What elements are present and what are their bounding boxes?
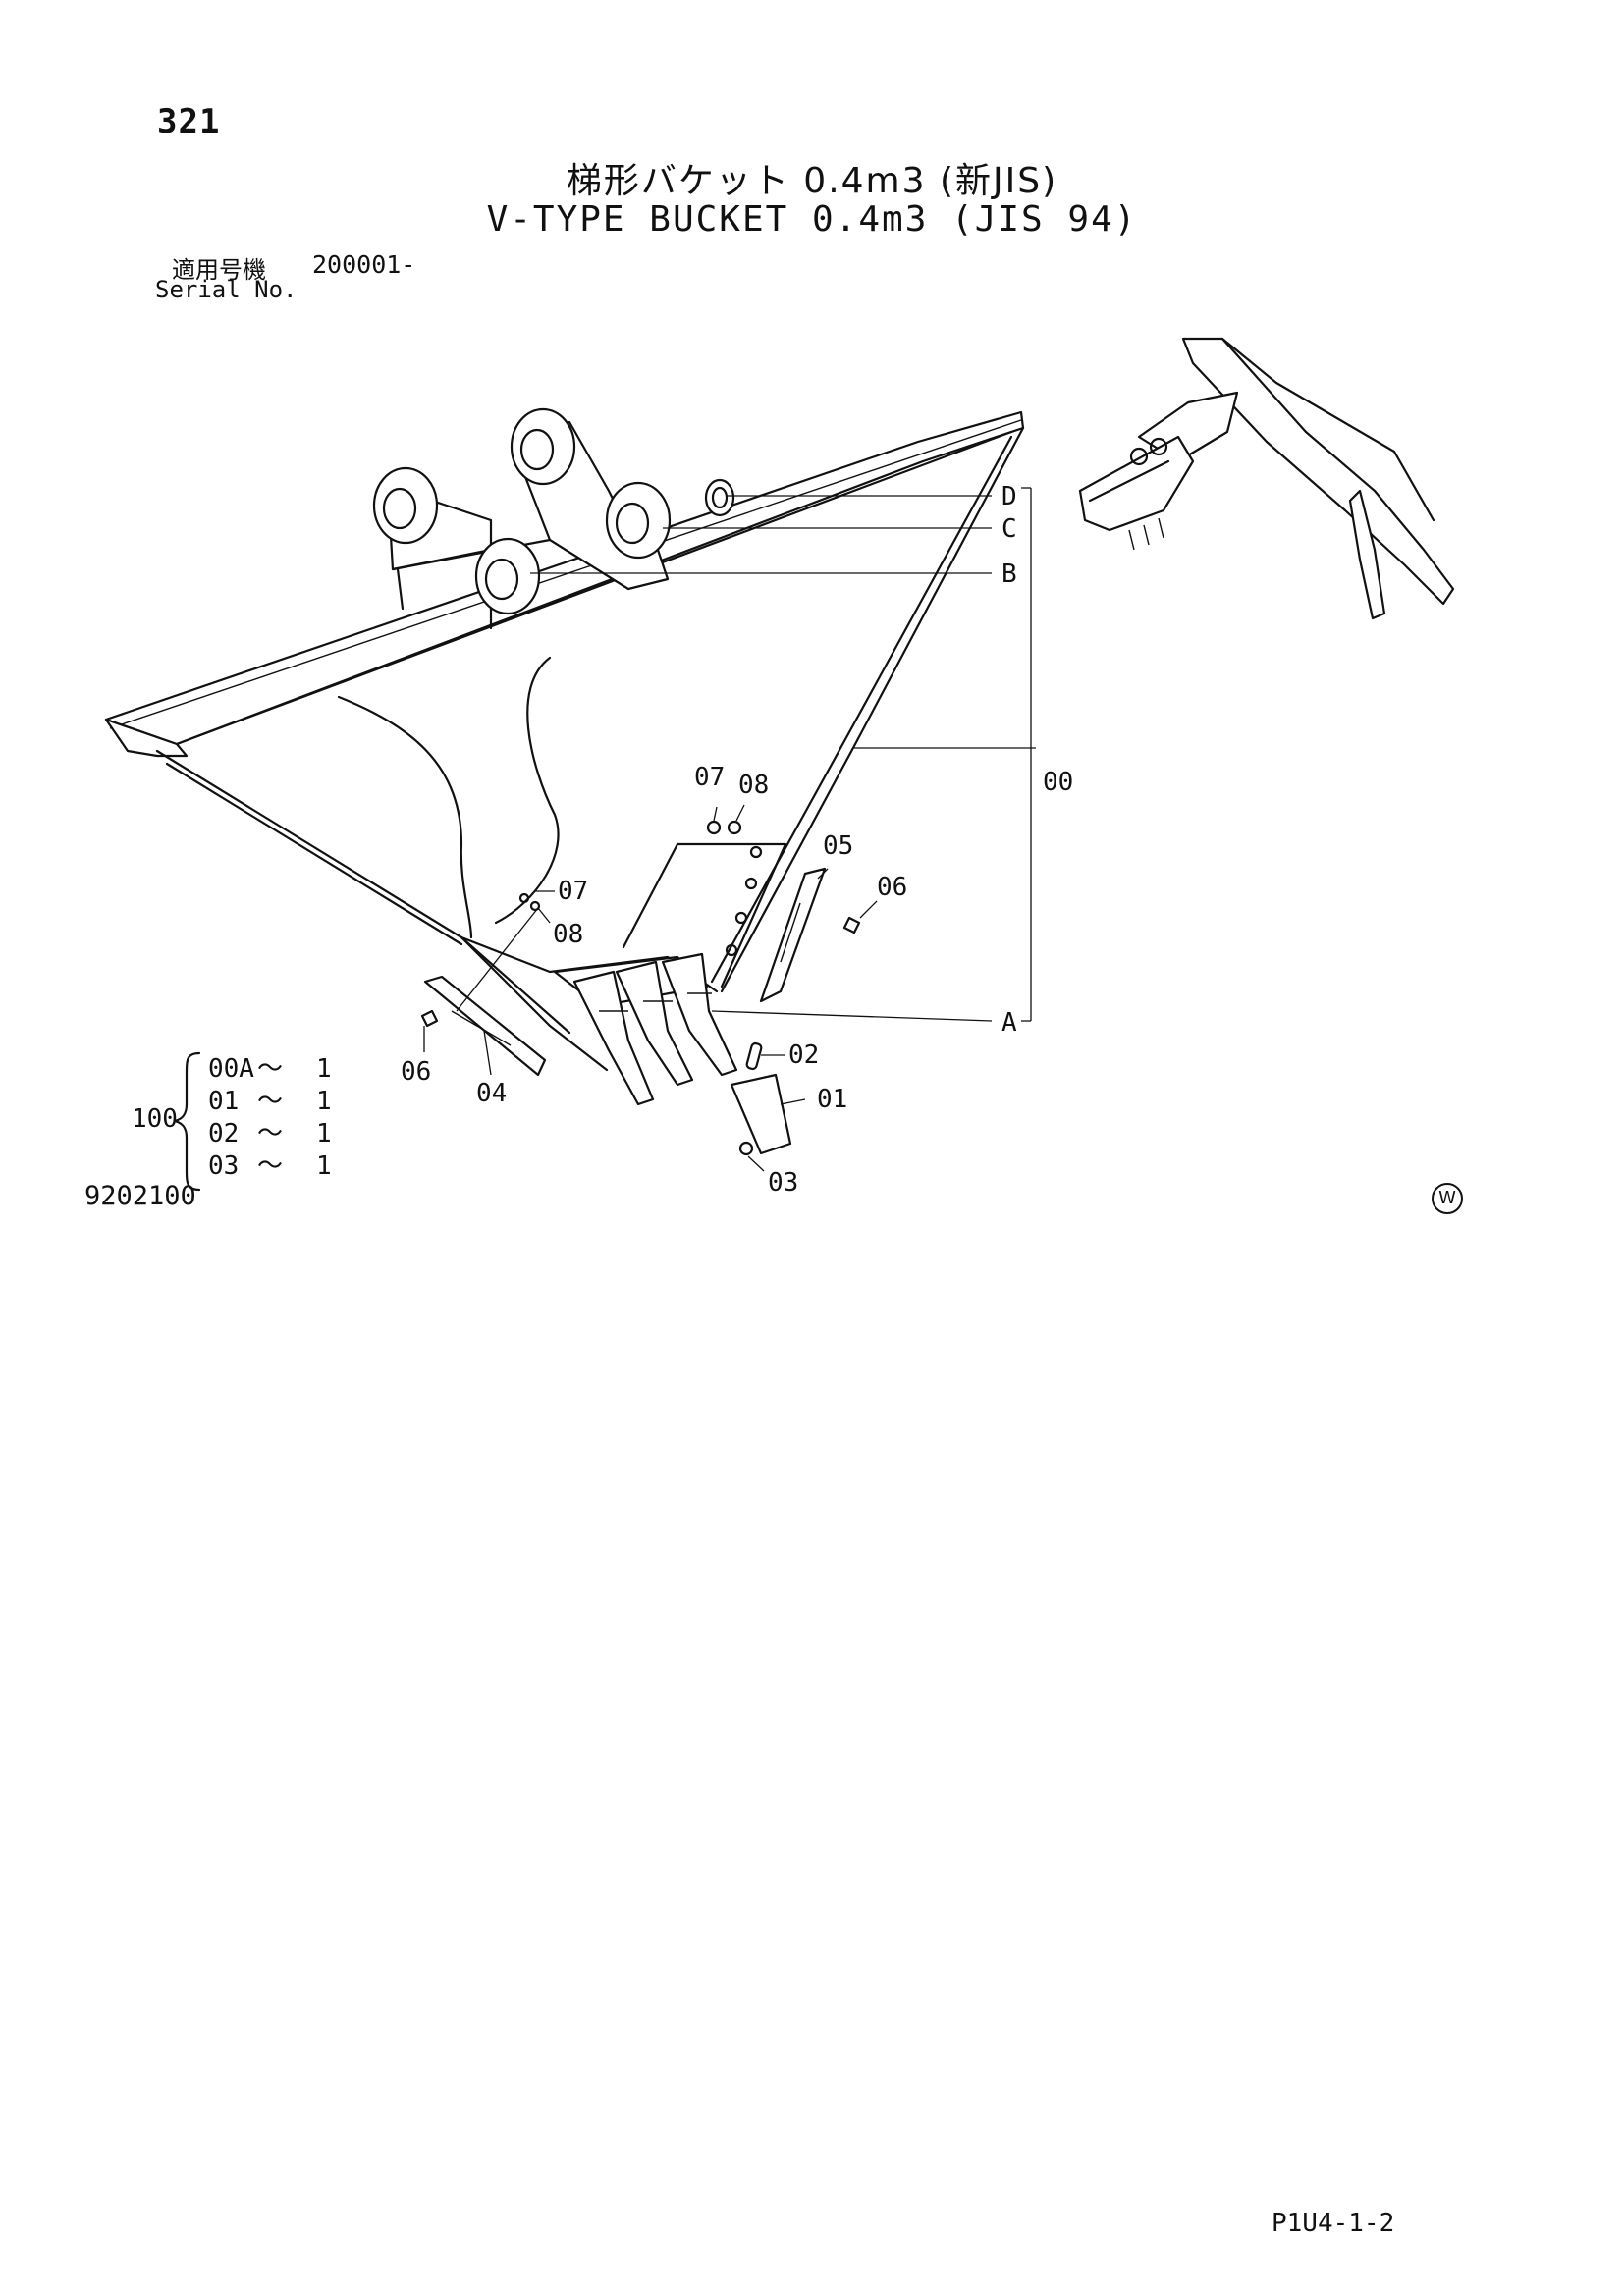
page-code: P1U4-1-2: [1272, 2209, 1395, 2238]
serial-label-japanese: 適用号機: [172, 256, 266, 284]
kit-label: 100: [132, 1104, 178, 1134]
kit-row-part: 01: [208, 1087, 239, 1116]
callout-part-00: 00: [1043, 768, 1073, 797]
callout-part-08-top: 08: [738, 771, 769, 800]
watermark-w-icon: W: [1432, 1183, 1463, 1214]
callout-part-07-left: 07: [558, 877, 588, 906]
callout-part-04: 04: [476, 1079, 507, 1108]
leader-lines: [423, 487, 1036, 1172]
kit-row-qty: 1: [316, 1151, 332, 1181]
callout-part-07-top: 07: [694, 763, 725, 792]
kit-row-sep: ～: [257, 1119, 283, 1148]
callout-part-02: 02: [788, 1041, 819, 1070]
kit-row-qty: 1: [316, 1087, 332, 1116]
kit-composition: 100 00A ～ 1 01 ～ 1 02 ～ 1 03 ～ 1: [132, 1051, 332, 1192]
side-cutter-right: [759, 867, 827, 1003]
callout-part-01: 01: [817, 1085, 847, 1114]
kit-row-sep: ～: [257, 1151, 283, 1181]
callout-a: A: [1001, 1008, 1017, 1038]
kit-row-sep: ～: [257, 1087, 283, 1116]
kit-row: 03 ～ 1: [208, 1151, 332, 1181]
callout-part-06-right: 06: [877, 873, 907, 902]
excavator-arm-inset: [1078, 337, 1455, 620]
page-number: 321: [157, 102, 221, 141]
kit-row-qty: 1: [316, 1119, 332, 1148]
kit-row-qty: 1: [316, 1054, 332, 1084]
title-japanese: 梯形バケット 0.4m3 (新JIS): [566, 161, 1058, 201]
callout-part-08-left: 08: [553, 920, 583, 949]
kit-row: 01 ～ 1: [208, 1087, 332, 1116]
serial-number-value: 200001-: [312, 250, 416, 279]
bucket-teeth: [572, 952, 738, 1106]
callout-part-06-left: 06: [401, 1057, 431, 1087]
callout-part-03: 03: [768, 1168, 798, 1198]
kit-row: 02 ～ 1: [208, 1119, 332, 1148]
callout-d: D: [1001, 482, 1017, 511]
fasteners: [420, 820, 861, 1156]
kit-row-sep: ～: [257, 1054, 283, 1084]
kit-row: 00A ～ 1: [208, 1054, 332, 1084]
callout-b: B: [1001, 560, 1017, 589]
side-cutter-left: [423, 975, 547, 1077]
bucket-mounting-bracket: [372, 407, 735, 630]
kit-row-part: 00A: [208, 1054, 254, 1084]
kit-row-part: 03: [208, 1151, 239, 1181]
title-english: V-TYPE BUCKET 0.4m3 (JIS 94): [486, 199, 1138, 240]
callout-c: C: [1001, 514, 1017, 544]
callout-part-05: 05: [823, 831, 853, 861]
kit-row-part: 02: [208, 1119, 239, 1148]
serial-label-english: Serial No.: [155, 276, 298, 303]
drawing-number: 9202100: [84, 1181, 196, 1211]
